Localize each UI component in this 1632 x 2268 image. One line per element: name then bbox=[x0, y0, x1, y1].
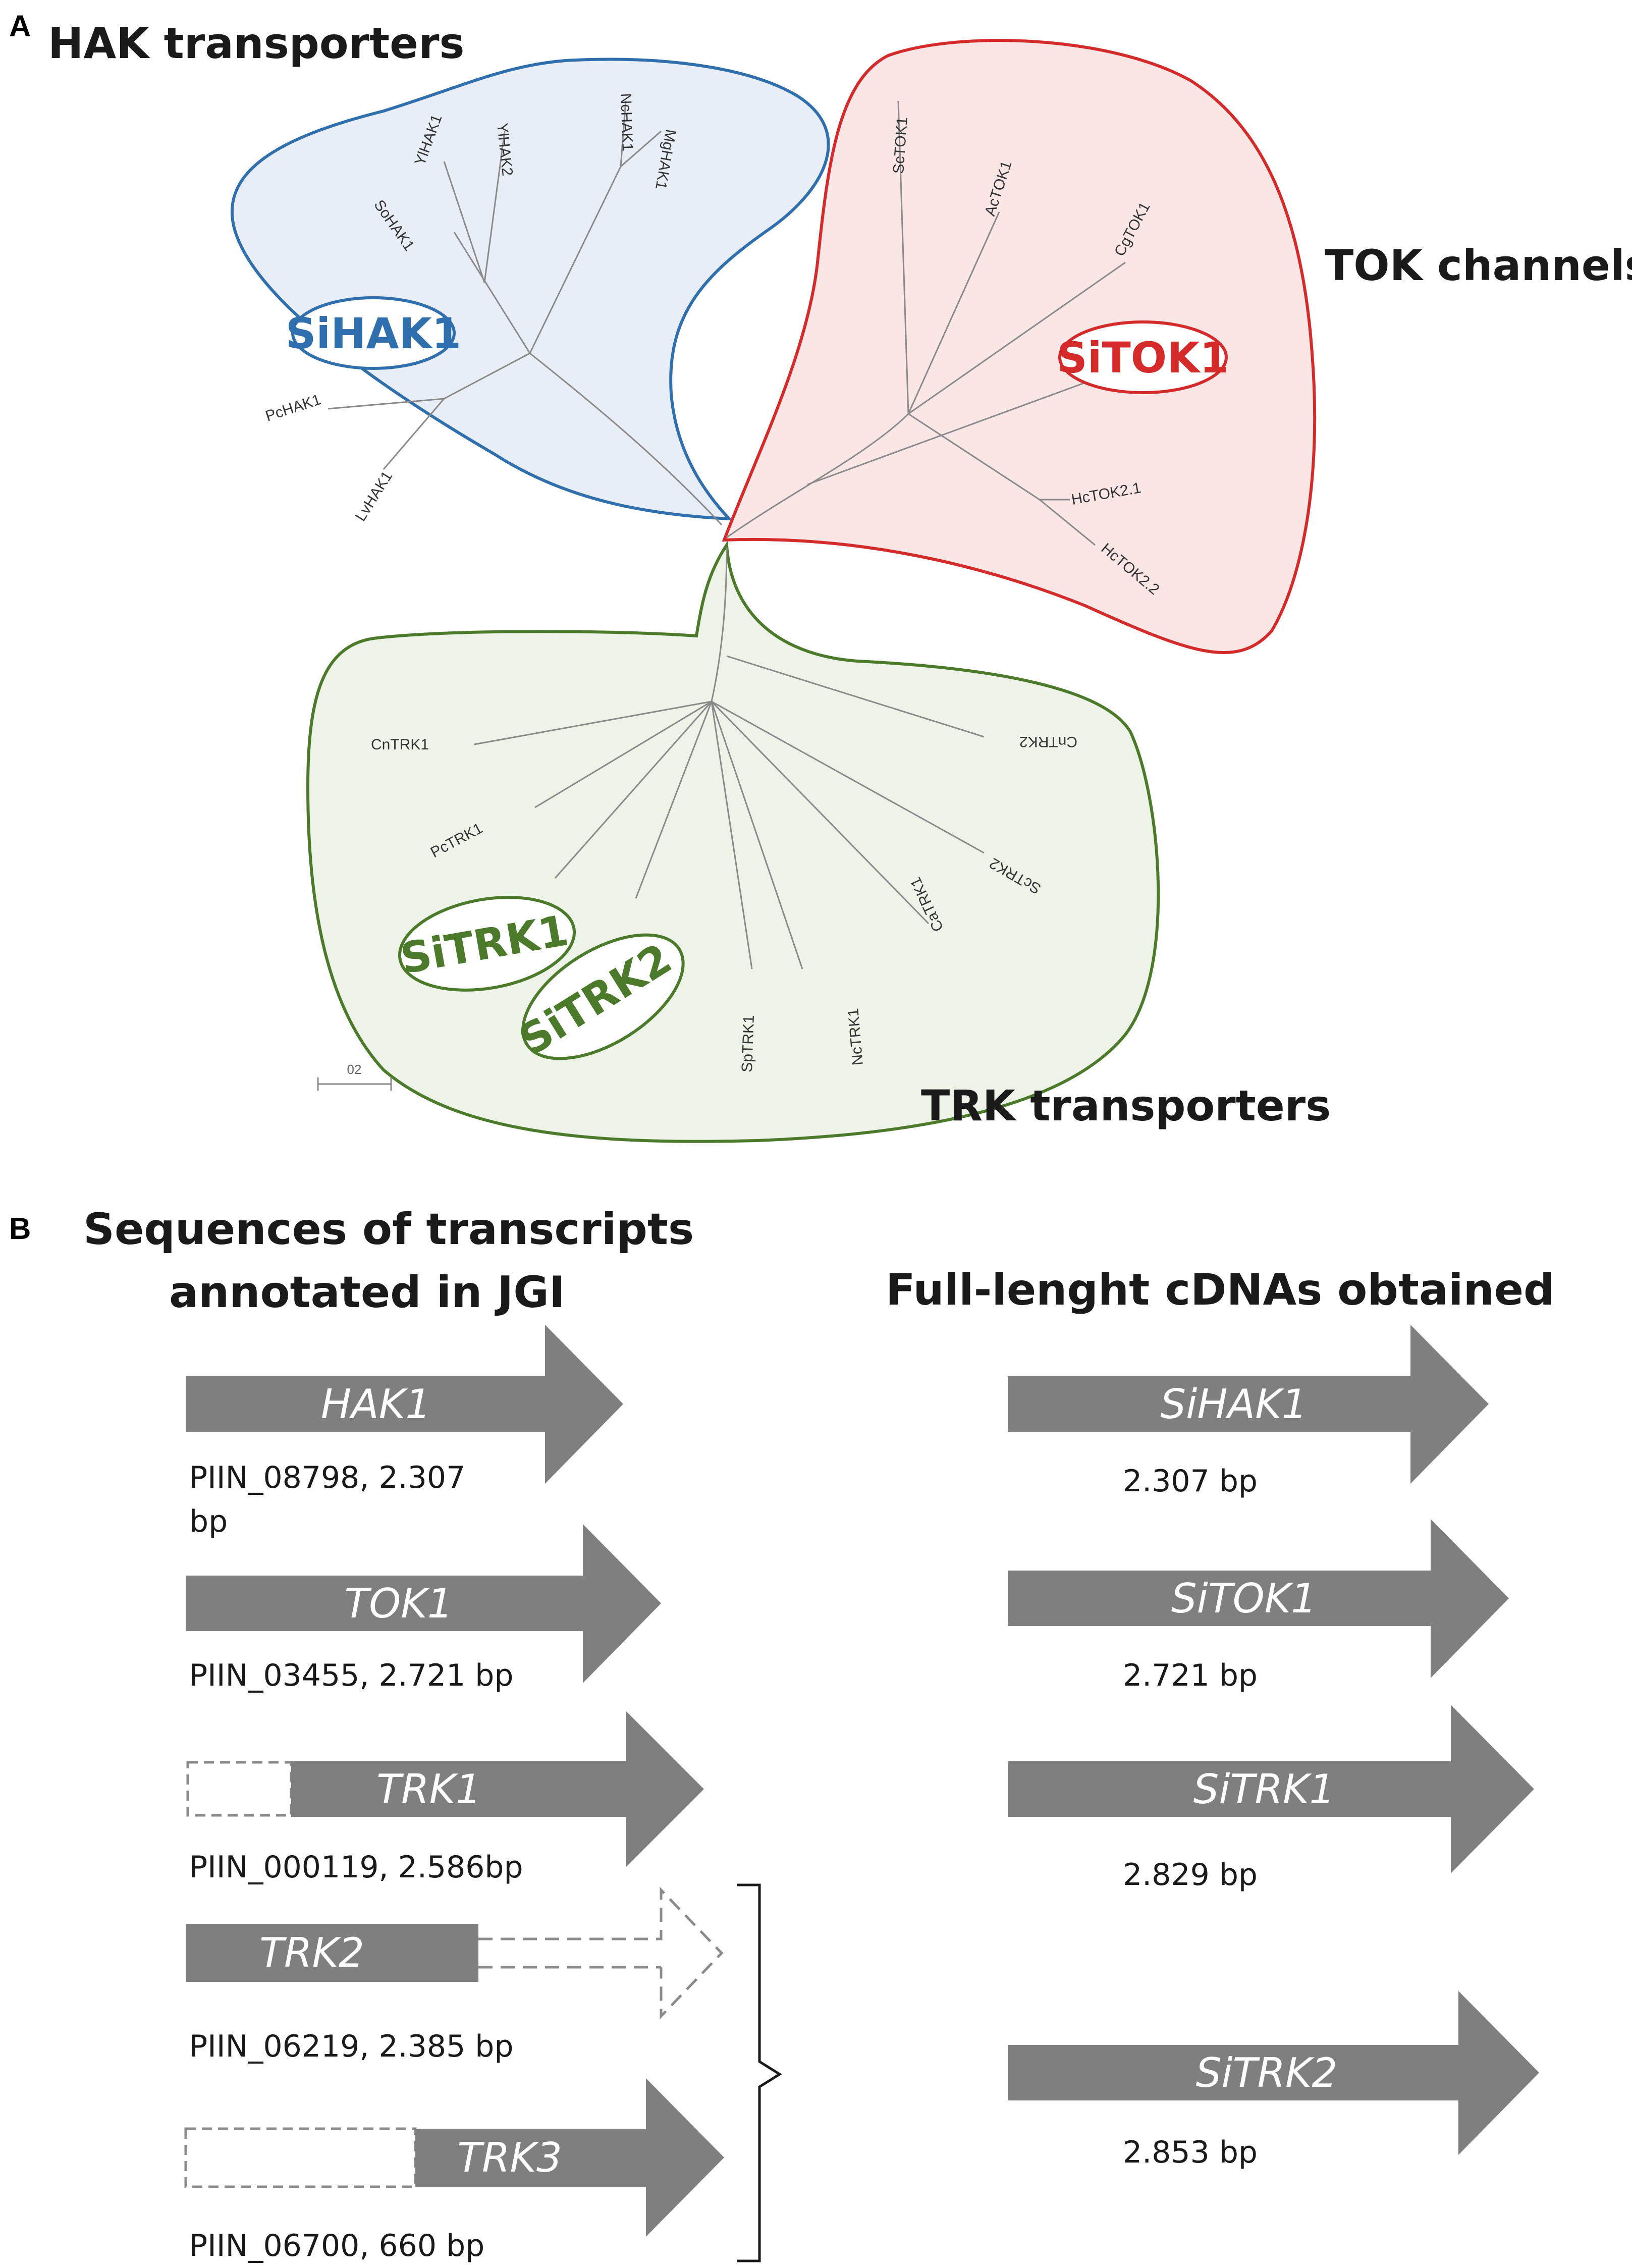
caption-sitrk2: 2.853 bp bbox=[1123, 2135, 1258, 2170]
leaf-nchak1: NcHAK1 bbox=[617, 93, 636, 151]
right-title: Full-lenght cDNAs obtained bbox=[886, 1265, 1555, 1315]
trk-bracket bbox=[737, 1883, 782, 2262]
panel-a-letter: A bbox=[9, 9, 31, 43]
panel-b-letter: B bbox=[9, 1212, 31, 1246]
sitrk1-oval bbox=[398, 896, 576, 992]
hak-branches bbox=[328, 100, 723, 526]
gene-sitok1: SiTOK1 bbox=[1171, 1575, 1317, 1622]
caption-tok1: PIIN_03455, 2.721 bp bbox=[189, 1658, 513, 1693]
leaf-cntrk1: CnTRK1 bbox=[371, 736, 429, 753]
trk1-missing-segment bbox=[186, 1761, 293, 1817]
caption-trk2: PIIN_06219, 2.385 bp bbox=[189, 2029, 513, 2064]
hak-title: HAK transporters bbox=[48, 19, 465, 68]
trk3-missing-segment bbox=[184, 2127, 417, 2188]
sitrk2-oval bbox=[521, 933, 685, 1060]
caption-sihak1: 2.307 bp bbox=[1123, 1464, 1258, 1499]
tok-branches bbox=[726, 100, 1126, 546]
tok-title: TOK channels bbox=[1325, 241, 1632, 290]
trk2-dashed-extension bbox=[478, 1886, 724, 2020]
leaf-sptrk1: SpTRK1 bbox=[739, 1015, 757, 1072]
tok-region bbox=[722, 39, 1317, 655]
caption-hak1-line2: bp bbox=[189, 1504, 228, 1539]
leaf-pchak1: PcHAK1 bbox=[263, 391, 323, 424]
gene-sihak1: SiHAK1 bbox=[1160, 1381, 1307, 1428]
caption-sitok1: 2.721 bp bbox=[1123, 1658, 1258, 1693]
arrow-hak1 bbox=[186, 1325, 623, 1484]
caption-hak1-line1: PIIN_08798, 2.307 bbox=[189, 1460, 465, 1495]
arrow-tok1 bbox=[186, 1524, 661, 1683]
scale-bar bbox=[317, 1077, 392, 1091]
scale-label: 02 bbox=[347, 1062, 362, 1077]
arrow-sitrk1 bbox=[1008, 1705, 1534, 1873]
gene-trk2: TRK2 bbox=[259, 1929, 364, 1976]
sitok1-label: SiTOK1 bbox=[1057, 333, 1229, 383]
leaf-lvhak1: LvHAK1 bbox=[352, 468, 396, 524]
trk-title: TRK transporters bbox=[921, 1081, 1331, 1130]
left-title-line2: annotated in JGI bbox=[169, 1267, 565, 1318]
gene-sitrk1: SiTRK1 bbox=[1193, 1766, 1335, 1813]
hak-region bbox=[230, 58, 830, 521]
left-title-line1: Sequences of transcripts bbox=[83, 1204, 694, 1255]
gene-sitrk2: SiTRK2 bbox=[1196, 2049, 1338, 2096]
arrow-trk2-body bbox=[186, 1924, 478, 1982]
trk-branches bbox=[474, 547, 985, 969]
sihak1-oval bbox=[291, 296, 456, 370]
arrow-trk3 bbox=[415, 2078, 724, 2237]
leaf-sctok1: ScTOK1 bbox=[890, 117, 911, 175]
sitok1-oval bbox=[1058, 320, 1228, 394]
leaf-cntrk2: CnTRK2 bbox=[1019, 733, 1077, 750]
gene-trk1: TRK1 bbox=[376, 1766, 481, 1813]
caption-trk3: PIIN_06700, 660 bp bbox=[189, 2228, 484, 2263]
sihak1-label: SiHAK1 bbox=[286, 309, 461, 358]
caption-trk1: PIIN_000119, 2.586bp bbox=[189, 1850, 523, 1885]
arrow-sihak1 bbox=[1008, 1325, 1489, 1484]
arrow-sitrk2 bbox=[1008, 1991, 1539, 2155]
caption-sitrk1: 2.829 bp bbox=[1123, 1857, 1258, 1893]
gene-tok1: TOK1 bbox=[344, 1580, 453, 1627]
arrow-trk1 bbox=[291, 1711, 704, 1867]
arrow-sitok1 bbox=[1008, 1519, 1509, 1678]
gene-hak1: HAK1 bbox=[321, 1381, 431, 1428]
gene-trk3: TRK3 bbox=[457, 2134, 562, 2181]
